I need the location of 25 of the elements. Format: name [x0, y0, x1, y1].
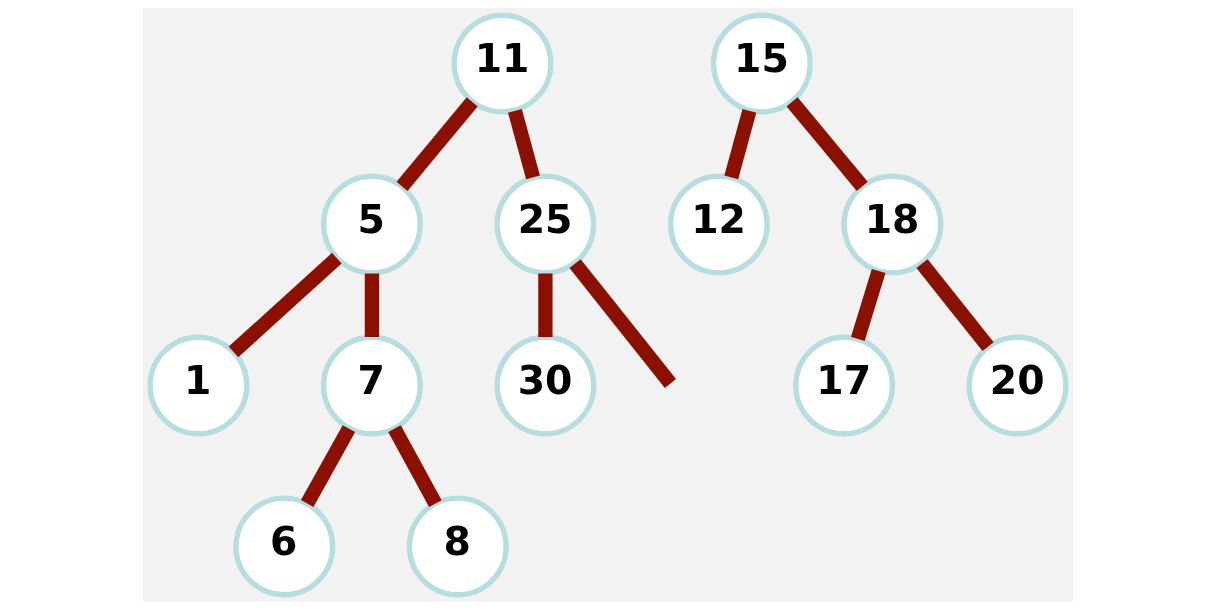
- node-circle: 7: [320, 334, 423, 437]
- connector: [300, 425, 355, 508]
- connector: [569, 259, 676, 388]
- connector: [396, 97, 478, 191]
- node-circle: 25: [493, 173, 596, 276]
- connector: [228, 252, 342, 358]
- connector: [387, 425, 442, 507]
- node-circle: 18: [840, 173, 943, 276]
- connector: [364, 273, 379, 338]
- connector: [537, 273, 553, 338]
- node-circle: 20: [966, 334, 1069, 437]
- node-circle: 1: [146, 334, 249, 437]
- node-circle: 5: [320, 173, 423, 276]
- connector: [507, 108, 540, 180]
- node-circle: 11: [451, 12, 553, 115]
- node-circle: 8: [406, 495, 509, 598]
- node-circle: 15: [710, 12, 813, 115]
- connector: [723, 108, 756, 180]
- node-circle: 6: [232, 495, 335, 598]
- connector: [786, 97, 868, 191]
- node-circle: 17: [792, 334, 895, 437]
- node-circle: 30: [493, 334, 596, 437]
- connector: [915, 259, 994, 352]
- connector: [850, 268, 885, 341]
- node-circle: 12: [667, 173, 770, 276]
